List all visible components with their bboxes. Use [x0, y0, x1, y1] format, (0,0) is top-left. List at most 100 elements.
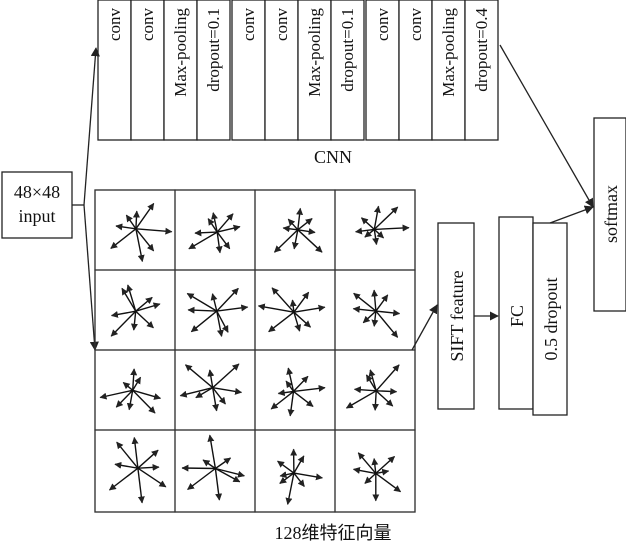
- gradient-arrow: [212, 387, 226, 405]
- gradient-arrow: [214, 468, 223, 501]
- gradient-arrow: [187, 467, 216, 491]
- gradient-arrow: [135, 227, 173, 235]
- cnn-layer-label: conv: [373, 8, 392, 42]
- gradient-arrow: [212, 387, 219, 412]
- gradient-arrow: [190, 310, 218, 333]
- descriptor-cell: [94, 349, 176, 431]
- gradient-arrow: [277, 460, 295, 474]
- gradient-arrow: [285, 380, 295, 392]
- gradient-arrow: [131, 436, 139, 469]
- gradient-arrow: [137, 468, 145, 504]
- gradient-arrow: [217, 224, 241, 233]
- gradient-arrow: [375, 310, 399, 338]
- gradient-arrow: [137, 449, 159, 469]
- gradient-arrow: [293, 455, 305, 474]
- gradient-arrow: [135, 310, 154, 329]
- gradient-arrow: [353, 386, 377, 394]
- gradient-arrow: [186, 292, 218, 312]
- grid-to-sift-arrow: [411, 304, 438, 351]
- descriptor-cell: [254, 429, 336, 513]
- gradient-arrow: [202, 459, 216, 470]
- gradient-arrow: [371, 390, 379, 411]
- gradient-arrow: [375, 309, 401, 317]
- gradient-arrow: [110, 310, 136, 318]
- descriptor-cell: [334, 269, 416, 351]
- cnn-layer-2: conv: [130, 0, 165, 141]
- gradient-arrow: [126, 390, 134, 411]
- cnn-layer-label: conv: [272, 8, 291, 42]
- gradient-arrow: [271, 287, 295, 313]
- cnn-layer-label: dropout=0.1: [204, 8, 223, 92]
- descriptor-cell: [334, 189, 416, 271]
- gradient-arrow: [373, 206, 399, 230]
- gradient-arrow: [114, 461, 139, 469]
- gradient-arrow: [362, 310, 377, 324]
- input-size-label: 48×48: [14, 182, 60, 202]
- gradient-arrow: [207, 434, 217, 469]
- cnn-layer-7: Max-pooling: [297, 0, 332, 141]
- gradient-arrow: [357, 452, 377, 474]
- gradient-arrow: [355, 227, 375, 235]
- cnn-layer-label: conv: [406, 8, 425, 42]
- gradient-arrow: [293, 390, 314, 407]
- gradient-arrow: [132, 210, 140, 229]
- gradient-arrow: [215, 467, 245, 478]
- gradient-arrow: [372, 229, 380, 246]
- gradient-arrow: [135, 296, 153, 312]
- descriptor-cell: [174, 349, 256, 431]
- gradient-arrow: [215, 467, 241, 483]
- gradient-arrow: [296, 207, 304, 230]
- cnn-label: CNN: [314, 147, 352, 167]
- cnn-layer-label: dropout=0.1: [338, 8, 357, 92]
- gradient-arrow: [286, 367, 295, 392]
- gradient-arrow: [291, 229, 299, 250]
- descriptor-cell: [254, 269, 336, 351]
- cnn-layer-12: dropout=0.4: [464, 0, 499, 141]
- gradient-arrow: [216, 304, 249, 312]
- gradient-arrow: [292, 375, 309, 392]
- gradient-arrow: [179, 387, 213, 398]
- gradient-arrow: [110, 228, 137, 249]
- cnn-layer-label: conv: [138, 8, 157, 42]
- gradient-arrow: [353, 292, 377, 312]
- cnn-layer-5: conv: [231, 0, 266, 141]
- gradient-arrow: [287, 391, 295, 417]
- gradient-arrow: [125, 214, 137, 230]
- gradient-arrow: [212, 363, 240, 389]
- gradient-arrow: [375, 294, 389, 312]
- gradient-arrow: [293, 311, 302, 332]
- input-to-cnn-arrow: [83, 47, 100, 206]
- gradient-arrow: [126, 284, 137, 312]
- gradient-arrow: [287, 218, 299, 231]
- gradient-arrow: [375, 472, 402, 493]
- descriptor-cell: [174, 429, 256, 513]
- gradient-arrow: [297, 227, 316, 235]
- gradient-arrow: [130, 311, 138, 331]
- gradient-arrow: [188, 231, 218, 250]
- gradient-arrow: [132, 376, 142, 391]
- gradient-arrow: [215, 457, 232, 470]
- gradient-arrow: [293, 311, 312, 328]
- gradient-arrow: [194, 229, 218, 237]
- gradient-arrow: [216, 231, 231, 250]
- gradient-arrow: [376, 387, 398, 395]
- gradient-arrow: [137, 463, 160, 471]
- gradient-arrow: [207, 218, 218, 233]
- grid-caption: 128维特征向量: [275, 523, 392, 543]
- gradient-arrow: [132, 389, 156, 414]
- gradient-arrow: [115, 223, 136, 231]
- gradient-arrow: [375, 468, 390, 476]
- gradient-arrow: [257, 303, 295, 313]
- gradient-arrow: [282, 225, 298, 233]
- gradient-arrow: [135, 302, 161, 312]
- gradient-arrow: [211, 212, 218, 233]
- cnn-layer-1: conv: [97, 0, 132, 141]
- cnn-layer-3: Max-pooling: [163, 0, 198, 141]
- cnn-layer-label: dropout=0.4: [472, 8, 491, 92]
- cnn-layer-10: conv: [398, 0, 433, 141]
- gradient-arrow: [132, 389, 162, 400]
- gradient-arrow: [116, 441, 139, 469]
- gradient-arrow: [293, 291, 310, 313]
- gradient-arrow: [216, 310, 229, 333]
